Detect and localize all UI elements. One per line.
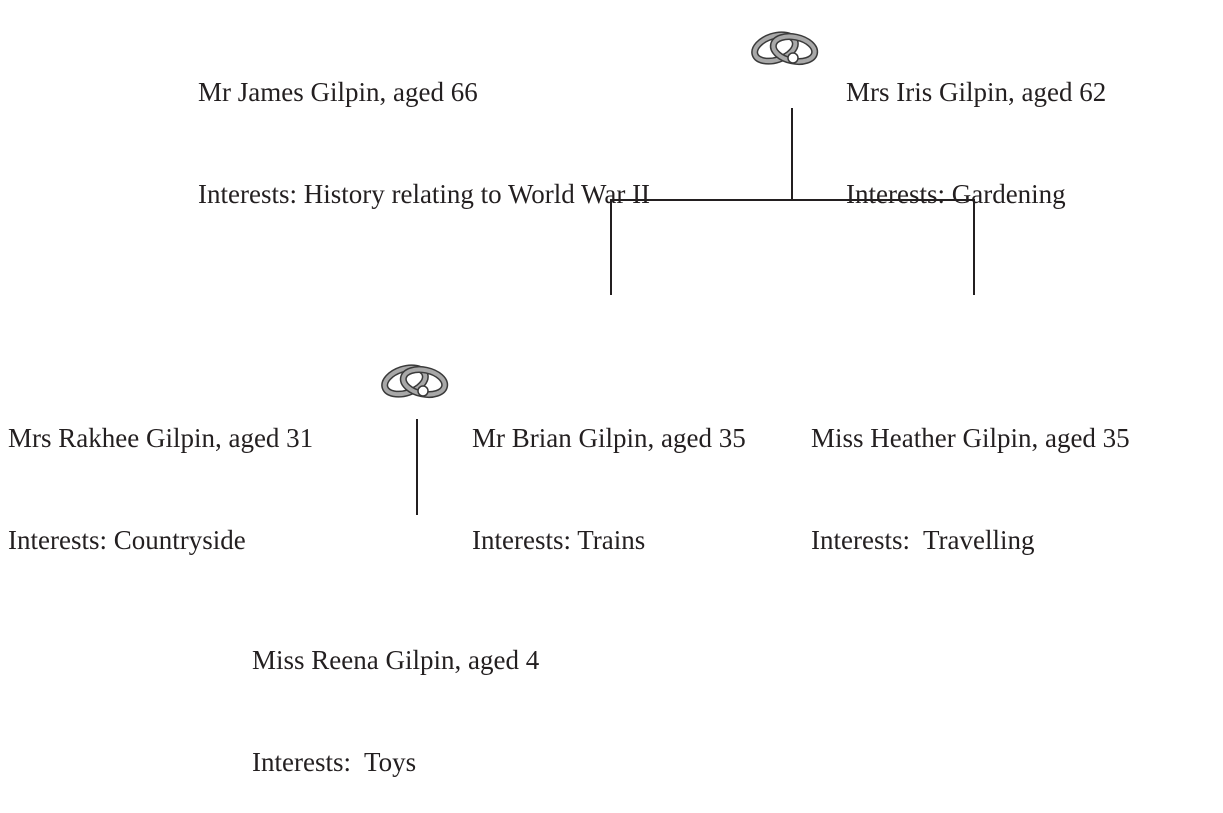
- person-rakhee-gilpin: Mrs Rakhee Gilpin, aged 31 Interests: Co…: [8, 353, 313, 591]
- person-interests: Interests: History relating to World War…: [198, 179, 651, 209]
- person-name: Mr Brian Gilpin, aged 35: [472, 423, 746, 453]
- child-line-heather: [973, 199, 975, 295]
- person-interests: Interests: Trains: [472, 525, 646, 555]
- person-reena-gilpin: Miss Reena Gilpin, aged 4 Interests: Toy…: [252, 575, 539, 813]
- person-name: Mrs Iris Gilpin, aged 62: [846, 77, 1107, 107]
- person-iris-gilpin: Mrs Iris Gilpin, aged 62 Interests: Gard…: [846, 7, 1106, 245]
- person-interests: Interests: Toys: [252, 747, 417, 777]
- marriage-descent-line: [791, 108, 793, 200]
- person-name: Mrs Rakhee Gilpin, aged 31: [8, 423, 314, 453]
- sibling-bar-line: [610, 199, 975, 201]
- child-line-brian: [610, 199, 612, 295]
- person-name: Mr James Gilpin, aged 66: [198, 77, 478, 107]
- marriage-descent-line: [416, 419, 418, 515]
- person-interests: Interests: Gardening: [846, 179, 1066, 209]
- wedding-rings-icon: [751, 31, 819, 66]
- person-brian-gilpin: Mr Brian Gilpin, aged 35 Interests: Trai…: [472, 353, 746, 591]
- person-interests: Interests: Travelling: [811, 525, 1035, 555]
- person-heather-gilpin: Miss Heather Gilpin, aged 35 Interests: …: [811, 353, 1130, 591]
- person-james-gilpin: Mr James Gilpin, aged 66 Interests: Hist…: [198, 7, 650, 245]
- person-name: Miss Reena Gilpin, aged 4: [252, 645, 540, 675]
- wedding-rings-icon: [381, 364, 449, 399]
- person-interests: Interests: Countryside: [8, 525, 246, 555]
- person-name: Miss Heather Gilpin, aged 35: [811, 423, 1130, 453]
